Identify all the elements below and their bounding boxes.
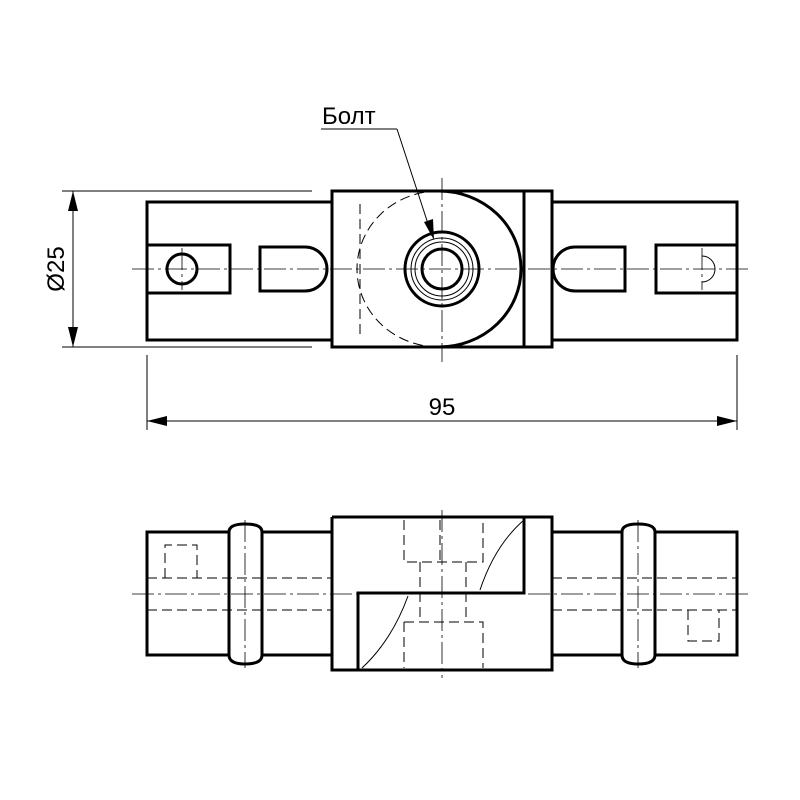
front-block-hidden-bolt [403, 562, 484, 668]
front-right-hidden-pin [687, 610, 720, 642]
bolt-leader-arrow [424, 219, 434, 240]
right-rod-oblong-slot [551, 245, 627, 293]
length-label: 95 [429, 394, 456, 421]
len-arrow-right [717, 416, 737, 426]
top-hinge-arc [438, 189, 523, 349]
left-rod-oblong-slot [258, 245, 329, 293]
top-left-rod [145, 200, 332, 342]
front-right-rod [552, 530, 739, 657]
dia-arrow-top [68, 191, 78, 211]
dia-arrow-bottom [68, 327, 78, 347]
diameter-label: Ø25 [43, 246, 70, 291]
front-right-hidden-rod [552, 577, 737, 611]
front-left-hidden-pin [164, 544, 198, 578]
front-left-rod [145, 530, 332, 657]
front-left-hidden-rod [147, 577, 332, 611]
front-view [132, 510, 750, 678]
front-block-curve-upper [479, 519, 525, 591]
len-arrow-left [147, 416, 167, 426]
front-block-curve-lower [361, 595, 409, 669]
top-view [132, 178, 750, 362]
bolt-label: Болт [322, 103, 376, 130]
top-right-rod [552, 200, 739, 342]
front-block-hidden-top [403, 520, 484, 563]
bolt-leader-line [396, 128, 433, 237]
dimensions: Ø25 95 Болт [43, 103, 738, 430]
